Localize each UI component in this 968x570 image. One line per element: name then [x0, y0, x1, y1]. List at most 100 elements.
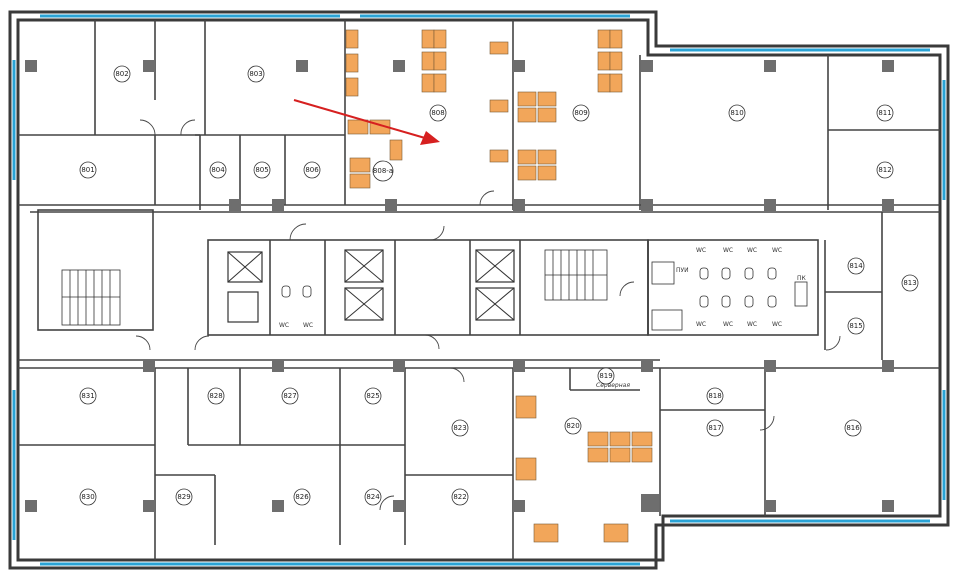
- desk: [537, 107, 557, 123]
- desk: [537, 149, 557, 165]
- room-number: 827: [283, 392, 296, 400]
- room-label-824: 824: [364, 488, 382, 506]
- room-number: 803: [249, 70, 262, 78]
- room-label-802: 802: [113, 65, 131, 83]
- elevator-6: [227, 291, 259, 323]
- room-number: 829: [177, 493, 190, 501]
- elevator-2: [344, 249, 384, 283]
- room-number: 808: [431, 109, 444, 117]
- room-number: 812: [878, 166, 891, 174]
- room-number: 824: [366, 493, 380, 501]
- elevators: [227, 249, 515, 323]
- room-number: 811: [878, 109, 891, 117]
- workstations: [345, 29, 653, 543]
- desk: [517, 107, 537, 123]
- tags: WC WC WC WC WC WC WC WC WC WC ПУИ ПК Сер…: [279, 247, 807, 389]
- room-label-830: 830: [79, 488, 97, 506]
- desk: [609, 447, 631, 463]
- desk: [597, 73, 611, 93]
- outer-walls: [8, 10, 950, 570]
- wc-tag: WC: [772, 321, 782, 328]
- wc-tag: WC: [279, 322, 289, 329]
- room-label-810: 810: [728, 104, 746, 122]
- desk: [421, 29, 435, 49]
- room-label-831: 831: [79, 387, 97, 405]
- stairs-right: [544, 249, 608, 301]
- direction-arrow: [293, 99, 440, 145]
- room-label-829: 829: [175, 488, 193, 506]
- room-number: 818: [708, 392, 721, 400]
- room-number: 805: [255, 166, 268, 174]
- pk-tag: ПК: [797, 275, 807, 282]
- room-label-803: 803: [247, 65, 265, 83]
- desk: [489, 99, 509, 113]
- room-number: 828: [209, 392, 222, 400]
- desk: [421, 73, 435, 93]
- room-label-812: 812: [876, 161, 894, 179]
- room-number: 809: [574, 109, 587, 117]
- desk: [349, 157, 371, 173]
- desk: [433, 51, 447, 71]
- wc-tag: WC: [696, 321, 706, 328]
- room-label-814: 814: [847, 257, 865, 275]
- wc-tag: WC: [772, 247, 782, 254]
- desk: [421, 51, 435, 71]
- desk: [631, 431, 653, 447]
- desk: [609, 51, 623, 71]
- desk: [631, 447, 653, 463]
- room-label-805: 805: [253, 161, 271, 179]
- desk: [537, 165, 557, 181]
- room-label-825: 825: [364, 387, 382, 405]
- room-label-828: 828: [207, 387, 225, 405]
- wc-tag: WC: [696, 247, 706, 254]
- elevator-3: [344, 287, 384, 321]
- room-number: 823: [453, 424, 466, 432]
- desk: [517, 149, 537, 165]
- room-label-813: 813: [901, 274, 919, 292]
- windows: [12, 14, 946, 566]
- wc-tag: WC: [747, 321, 757, 328]
- room-label-822: 822: [451, 488, 469, 506]
- room-number: 801: [81, 166, 94, 174]
- room-number: 802: [115, 70, 128, 78]
- elevator-4: [475, 249, 515, 283]
- room-number: 826: [295, 493, 309, 501]
- room-number: 804: [211, 166, 225, 174]
- room-number: 813: [903, 279, 916, 287]
- room-label-809: 809: [572, 104, 590, 122]
- desk: [345, 77, 359, 97]
- wc-tag: WC: [747, 247, 757, 254]
- desk: [603, 523, 629, 543]
- wc-tag: WC: [303, 322, 313, 329]
- room-number: 817: [708, 424, 721, 432]
- desk: [489, 41, 509, 55]
- elevator-5: [475, 287, 515, 321]
- interior-walls: [18, 20, 940, 560]
- room-label-801: 801: [79, 161, 97, 179]
- room-label-815: 815: [847, 317, 865, 335]
- elevator-1: [227, 251, 263, 283]
- desk: [587, 447, 609, 463]
- desk: [587, 431, 609, 447]
- room-label-816: 816: [844, 419, 862, 437]
- room-label-826: 826: [293, 488, 311, 506]
- room-label-827: 827: [281, 387, 299, 405]
- desk: [533, 523, 559, 543]
- room-label-804: 804: [209, 161, 227, 179]
- room-label-819: 819: [597, 367, 615, 385]
- wc-tag: WC: [723, 247, 733, 254]
- desk: [433, 29, 447, 49]
- desk: [609, 73, 623, 93]
- desk: [433, 73, 447, 93]
- room-label-811: 811: [876, 104, 894, 122]
- desk: [489, 149, 509, 163]
- room-number: 825: [366, 392, 379, 400]
- desk: [537, 91, 557, 107]
- room-label-806: 806: [303, 161, 321, 179]
- room-number: 810: [730, 109, 743, 117]
- room-number: 815: [849, 322, 862, 330]
- doors: [135, 119, 841, 511]
- room-label-818: 818: [706, 387, 724, 405]
- room-label-808: 808: [429, 104, 447, 122]
